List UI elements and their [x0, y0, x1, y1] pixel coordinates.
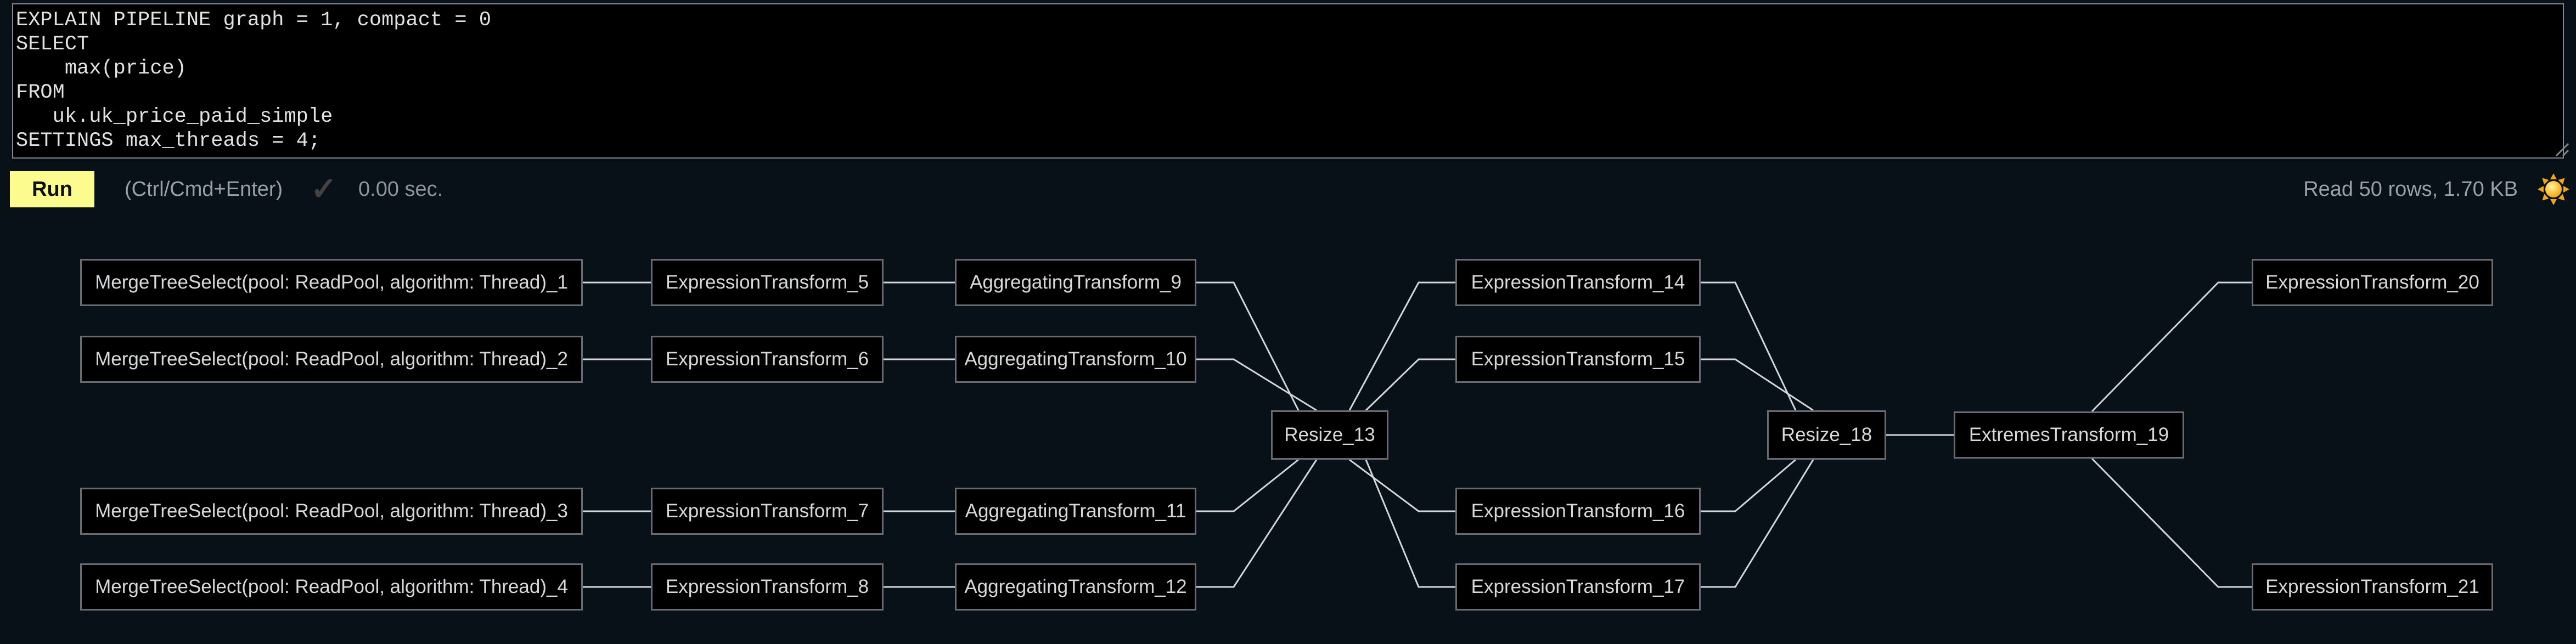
pipeline-edge-13-15	[1365, 358, 1455, 411]
graph-node-14: ExpressionTransform_14	[1455, 259, 1701, 306]
query-success-check-icon: ✓	[310, 171, 338, 207]
pipeline-edge-12-13	[1196, 459, 1318, 588]
pipeline-edge-16-18	[1701, 459, 1796, 512]
graph-node-3: MergeTreeSelect(pool: ReadPool, algorith…	[80, 488, 583, 535]
graph-node-10: AggregatingTransform_10	[955, 336, 1196, 383]
pipeline-edge-13-16	[1349, 459, 1455, 512]
graph-node-1: MergeTreeSelect(pool: ReadPool, algorith…	[80, 259, 583, 306]
graph-node-15: ExpressionTransform_15	[1455, 336, 1701, 383]
pipeline-edge-15-18	[1701, 358, 1814, 411]
graph-node-17: ExpressionTransform_17	[1455, 563, 1701, 611]
pipeline-edge-17-18	[1701, 459, 1814, 588]
pipeline-edge-13-17	[1365, 459, 1455, 588]
pipeline-edge-10-13	[1196, 358, 1317, 411]
graph-node-19: ExtremesTransform_19	[1954, 411, 2184, 459]
pipeline-edge-19-20	[2091, 281, 2252, 413]
graph-node-12: AggregatingTransform_12	[955, 563, 1196, 611]
pipeline-edge-14-18	[1701, 281, 1797, 411]
theme-toggle-sun-icon[interactable]	[2536, 172, 2571, 207]
graph-node-5: ExpressionTransform_5	[651, 259, 884, 306]
read-stats: Read 50 rows, 1.70 KB	[2303, 178, 2518, 201]
sql-editor-input[interactable]: EXPLAIN PIPELINE graph = 1, compact = 0 …	[12, 3, 2564, 159]
pipeline-edge-11-13	[1196, 459, 1299, 512]
graph-node-7: ExpressionTransform_7	[651, 488, 884, 535]
graph-node-4: MergeTreeSelect(pool: ReadPool, algorith…	[80, 563, 583, 611]
graph-node-2: MergeTreeSelect(pool: ReadPool, algorith…	[80, 336, 583, 383]
graph-node-16: ExpressionTransform_16	[1455, 488, 1701, 535]
graph-node-18: Resize_18	[1767, 410, 1886, 460]
pipeline-edge-9-13	[1196, 281, 1300, 411]
graph-node-13: Resize_13	[1271, 410, 1388, 460]
run-button[interactable]: Run	[10, 171, 94, 207]
graph-node-9: AggregatingTransform_9	[955, 259, 1196, 306]
pipeline-edge-13-14	[1348, 281, 1455, 411]
graph-node-11: AggregatingTransform_11	[955, 488, 1196, 535]
graph-node-20: ExpressionTransform_20	[2252, 259, 2493, 306]
elapsed-time: 0.00 sec.	[358, 178, 443, 201]
shortcut-hint: (Ctrl/Cmd+Enter)	[125, 178, 283, 201]
graph-node-6: ExpressionTransform_6	[651, 336, 884, 383]
graph-node-8: ExpressionTransform_8	[651, 563, 884, 611]
editor-resize-grip-icon[interactable]	[2551, 142, 2569, 157]
graph-node-21: ExpressionTransform_21	[2252, 563, 2493, 611]
pipeline-edge-19-21	[2091, 457, 2252, 588]
